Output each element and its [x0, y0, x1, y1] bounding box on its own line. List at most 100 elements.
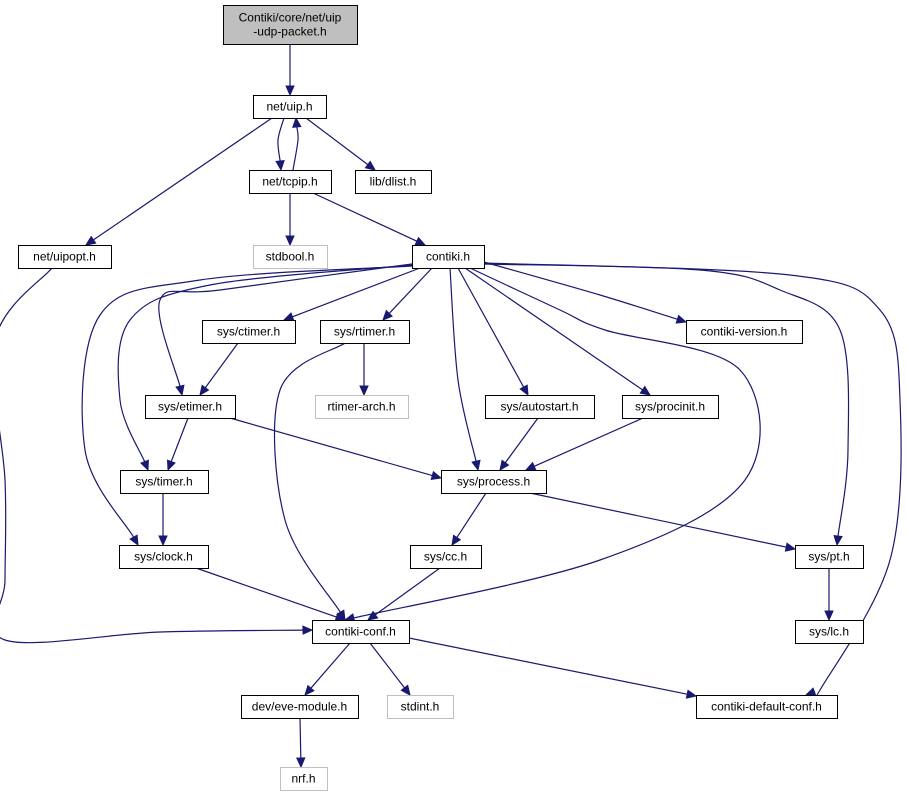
- node-pt-label: sys/pt.h: [808, 550, 849, 564]
- node-clock[interactable]: sys/clock.h: [119, 545, 209, 569]
- edge-procinit-to-process: [524, 417, 644, 471]
- edge-contiki-to-timer: [117, 264, 413, 472]
- nodes-layer: Contiki/core/net/uip-udp-packet.h net/uip…: [18, 5, 864, 791]
- node-root-box: [223, 5, 358, 45]
- node-dlist-box: [355, 170, 432, 194]
- edge-clock-to-conf: [195, 567, 347, 622]
- edge-contiki-to-etimer: [158, 263, 413, 397]
- edge-tcpip-to-stdbool: [285, 193, 295, 247]
- node-uip[interactable]: net/uip.h: [253, 95, 327, 119]
- node-defconf-box: [696, 695, 838, 719]
- node-rtarch-box: [315, 395, 409, 419]
- edge-uip-to-uipopt: [84, 117, 273, 246]
- node-eve-label: dev/eve-module.h: [252, 700, 347, 714]
- node-nrf[interactable]: nrf.h: [280, 767, 328, 791]
- edge-ctimer-to-etimer: [199, 342, 239, 396]
- node-autostart[interactable]: sys/autostart.h: [485, 395, 595, 419]
- node-process[interactable]: sys/process.h: [441, 470, 547, 494]
- node-cc[interactable]: sys/cc.h: [410, 545, 482, 569]
- edge-timer-to-clock: [158, 493, 168, 547]
- node-pt-box: [795, 545, 864, 569]
- edge-process-to-cc: [451, 492, 487, 547]
- node-contiki[interactable]: contiki.h: [412, 245, 485, 269]
- node-stdbool-label: stdbool.h: [266, 250, 315, 264]
- node-ctimer-label: sys/ctimer.h: [217, 325, 280, 339]
- edge-contiki-to-autostart: [457, 267, 529, 397]
- node-contiki-label: contiki.h: [426, 250, 470, 264]
- node-defconf-label: contiki-default-conf.h: [711, 700, 822, 714]
- node-tcpip-box: [249, 170, 332, 194]
- node-eve-box: [241, 695, 359, 719]
- edge-contiki-to-version: [483, 261, 688, 324]
- edges-layer: [0, 44, 902, 769]
- node-version-label: contiki-version.h: [701, 325, 788, 339]
- node-lc-box: [795, 620, 864, 644]
- node-tcpip-label: net/tcpip.h: [262, 175, 317, 189]
- edge-uip-to-dlist: [305, 117, 376, 171]
- node-ctimer[interactable]: sys/ctimer.h: [202, 320, 296, 344]
- node-uipopt[interactable]: net/uipopt.h: [18, 245, 112, 269]
- edge-etimer-to-process: [229, 417, 443, 481]
- node-clock-box: [119, 545, 209, 569]
- node-eve[interactable]: dev/eve-module.h: [241, 695, 359, 719]
- node-etimer-label: sys/etimer.h: [158, 400, 222, 414]
- node-dlist[interactable]: lib/dlist.h: [355, 170, 432, 194]
- node-process-label: sys/process.h: [457, 475, 530, 489]
- node-process-box: [441, 470, 547, 494]
- node-ctimer-box: [202, 320, 296, 344]
- node-stdint[interactable]: stdint.h: [387, 695, 454, 719]
- node-procinit-label: sys/procinit.h: [635, 400, 705, 414]
- node-stdint-label: stdint.h: [401, 700, 440, 714]
- edge-conf-to-eve: [304, 642, 351, 696]
- node-uip-box: [253, 95, 327, 119]
- node-timer-label: sys/timer.h: [135, 475, 192, 489]
- edge-uipopt-to-conf: [0, 267, 314, 644]
- node-rtarch-label: rtimer-arch.h: [327, 400, 395, 414]
- edge-autostart-to-process: [499, 417, 539, 471]
- edge-rtimer-to-rtarch: [359, 343, 369, 397]
- edge-etimer-to-timer: [166, 417, 189, 472]
- node-dlist-label: lib/dlist.h: [370, 175, 417, 189]
- node-lc-label: sys/lc.h: [809, 625, 849, 639]
- node-rtimer[interactable]: sys/rtimer.h: [320, 320, 410, 344]
- edge-tcpip-to-uip: [292, 116, 302, 171]
- edge-cc-to-conf: [366, 567, 441, 621]
- node-pt[interactable]: sys/pt.h: [795, 545, 864, 569]
- node-rtimer-label: sys/rtimer.h: [334, 325, 395, 339]
- node-tcpip[interactable]: net/tcpip.h: [249, 170, 332, 194]
- node-uipopt-box: [18, 245, 112, 269]
- edge-conf-to-defconf: [408, 637, 698, 699]
- node-root[interactable]: Contiki/core/net/uip-udp-packet.h: [223, 5, 358, 45]
- node-version-box: [686, 320, 803, 344]
- node-uip-label: net/uip.h: [266, 100, 312, 114]
- node-lc[interactable]: sys/lc.h: [795, 620, 864, 644]
- node-conf-label: contiki-conf.h: [325, 625, 396, 639]
- node-etimer[interactable]: sys/etimer.h: [145, 395, 236, 419]
- node-stdbool-box: [253, 245, 328, 269]
- edge-conf-to-stdint: [369, 642, 411, 696]
- node-rtarch[interactable]: rtimer-arch.h: [315, 395, 409, 419]
- node-cc-label: sys/cc.h: [424, 550, 467, 564]
- node-version[interactable]: contiki-version.h: [686, 320, 803, 344]
- node-stdbool[interactable]: stdbool.h: [253, 245, 328, 269]
- node-procinit[interactable]: sys/procinit.h: [622, 395, 719, 419]
- node-rtimer-box: [320, 320, 410, 344]
- node-procinit-box: [622, 395, 719, 419]
- edge-rtimer-to-conf: [273, 342, 346, 622]
- node-stdint-box: [387, 695, 454, 719]
- node-conf[interactable]: contiki-conf.h: [312, 620, 410, 644]
- node-timer[interactable]: sys/timer.h: [120, 470, 209, 494]
- node-cc-box: [410, 545, 482, 569]
- edge-contiki-to-procinit: [464, 267, 652, 396]
- node-nrf-label: nrf.h: [291, 772, 315, 786]
- edge-pt-to-lc: [824, 568, 834, 622]
- node-etimer-box: [145, 395, 236, 419]
- edge-uip-to-tcpip: [275, 117, 285, 172]
- node-root-label: Contiki/core/net/uip: [239, 11, 342, 25]
- node-conf-box: [312, 620, 410, 644]
- edge-contiki-to-rtimer: [382, 267, 433, 321]
- node-clock-label: sys/clock.h: [134, 550, 193, 564]
- edge-process-to-pt: [529, 492, 797, 552]
- node-defconf[interactable]: contiki-default-conf.h: [696, 695, 838, 719]
